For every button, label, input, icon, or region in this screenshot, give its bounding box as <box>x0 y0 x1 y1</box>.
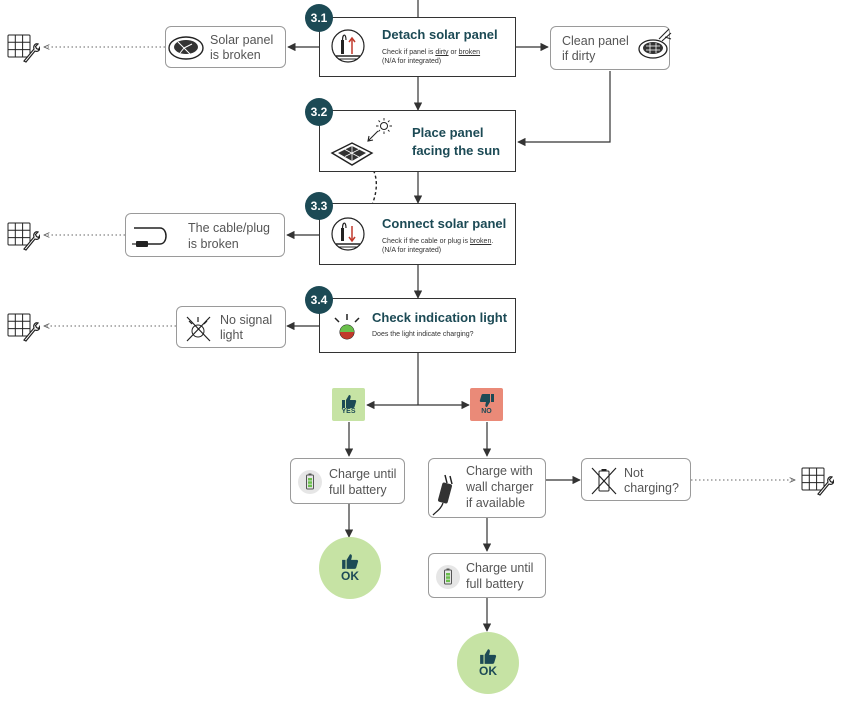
no-light-icon <box>183 313 213 348</box>
repair-icon[interactable] <box>800 466 835 501</box>
no-branch[interactable]: NO <box>470 388 503 421</box>
side-text-line2: is broken <box>210 48 261 62</box>
step-title-line2: facing the sun <box>412 143 501 158</box>
side-text-line1: Charge until <box>466 561 534 575</box>
step-subtitle-line2: (N/A for integrated) <box>382 247 442 254</box>
step-place-panel[interactable]: Place panel facing the sun <box>319 110 516 172</box>
repair-icon[interactable] <box>6 221 41 256</box>
cable-broken-box[interactable]: The cable/plug is broken <box>125 213 285 257</box>
side-text-line2: if dirty <box>562 49 596 63</box>
step-badge-3-3: 3.3 <box>305 192 333 220</box>
clean-panel-box[interactable]: Clean panel if dirty <box>550 25 673 70</box>
step-badge-3-4: 3.4 <box>305 286 333 314</box>
solar-plug-up-icon <box>330 28 366 69</box>
indicator-light-icon <box>330 312 364 347</box>
side-text-line1: The cable/plug <box>188 221 271 235</box>
ok-label: OK <box>479 664 497 678</box>
not-charging-box[interactable]: Not charging? <box>581 458 691 501</box>
step-title: Connect solar panel <box>382 216 507 231</box>
side-text-line2: full battery <box>329 483 387 497</box>
step-connect-solar-panel[interactable]: Connect solar panel Check if the cable o… <box>319 203 516 265</box>
solar-panel-sun-icon <box>328 117 398 174</box>
step-subtitle-line2: (N/A for integrated) <box>382 58 442 65</box>
solar-panel-broken-box[interactable]: Solar panel is broken <box>165 26 286 68</box>
thumbs-down-icon <box>479 394 494 407</box>
repair-icon[interactable] <box>6 312 41 347</box>
step-badge-3-1: 3.1 <box>305 4 333 32</box>
wall-charger-box[interactable]: Charge with wall charger if available <box>428 458 546 518</box>
yes-branch[interactable]: YES <box>332 388 365 421</box>
side-text-line2: full battery <box>466 577 524 591</box>
cleaning-panel-icon <box>637 25 673 70</box>
charge-full-box-1[interactable]: Charge until full battery <box>290 458 405 504</box>
not-charging-icon <box>589 465 619 502</box>
step-title: Detach solar panel <box>382 27 498 42</box>
side-text-line2: is broken <box>188 237 239 251</box>
side-text-line1: Not <box>624 466 644 480</box>
ok-label: OK <box>341 569 359 583</box>
side-text-line1: Charge with <box>466 464 533 478</box>
step-detach-solar-panel[interactable]: Detach solar panel Check if panel is dir… <box>319 17 516 77</box>
no-label: NO <box>481 408 492 415</box>
side-text-line1: Clean panel <box>562 34 629 48</box>
ok-result-2: OK <box>457 632 519 694</box>
ok-result-1: OK <box>319 537 381 599</box>
thumbs-up-icon <box>341 395 356 408</box>
side-text-line1: Charge until <box>329 467 397 481</box>
yes-label: YES <box>341 408 356 415</box>
step-subtitle: Does the light indicate charging? <box>372 331 474 338</box>
repair-icon[interactable] <box>6 33 41 68</box>
step-title: Check indication light <box>372 310 508 325</box>
battery-icon <box>298 470 322 494</box>
battery-icon <box>436 565 460 589</box>
solar-plug-down-icon <box>330 216 366 257</box>
side-text-line2: light <box>220 328 243 342</box>
step-check-indication-light[interactable]: Check indication light Does the light in… <box>319 298 516 353</box>
thumbs-up-icon <box>480 649 497 664</box>
side-text-line3: if available <box>466 496 526 510</box>
step-subtitle: Check if panel is dirty or broken <box>382 49 481 56</box>
no-signal-box[interactable]: No signal light <box>176 306 286 348</box>
step-badge-3-2: 3.2 <box>305 98 333 126</box>
thumbs-up-icon <box>342 554 359 569</box>
charge-full-box-2[interactable]: Charge until full battery <box>428 553 546 598</box>
step-title-line1: Place panel <box>412 125 484 140</box>
side-text-line2: wall charger <box>466 480 534 494</box>
wall-plug-icon <box>431 473 461 522</box>
cable-icon <box>132 222 184 255</box>
flow-line-clean-32 <box>517 71 611 147</box>
broken-panel-icon <box>166 32 206 69</box>
side-text-line1: No signal <box>220 313 273 327</box>
side-text-line1: Solar panel <box>210 33 274 47</box>
step-subtitle: Check if the cable or plug is broken. <box>382 238 494 245</box>
side-text-line2: charging? <box>624 481 679 495</box>
